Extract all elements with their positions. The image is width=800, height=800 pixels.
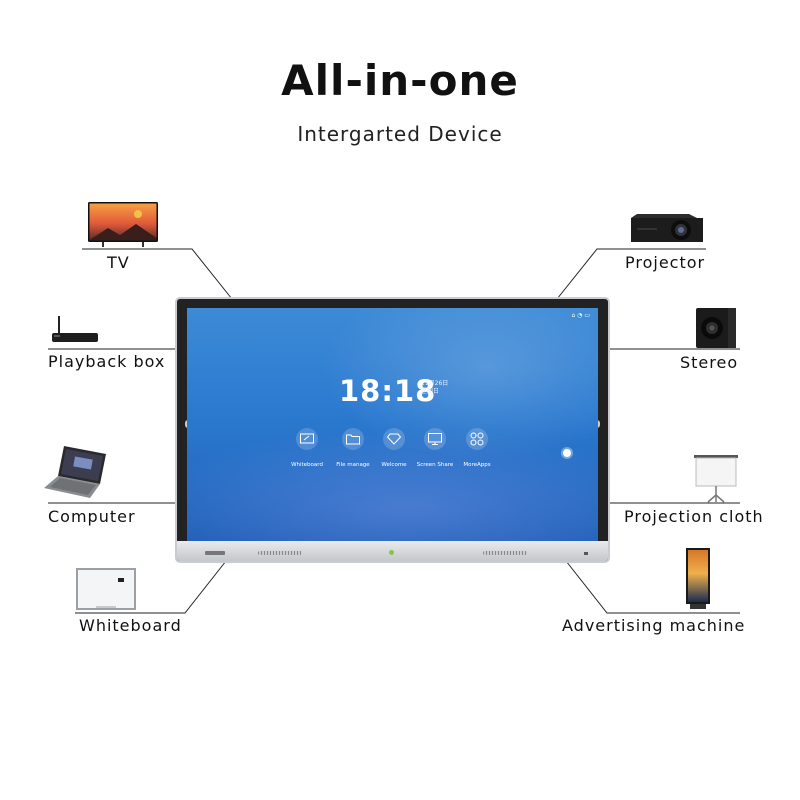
device-label-tv: TV [107,253,130,272]
device-label-whiteboard: Whiteboard [79,616,182,635]
folder-icon [342,428,364,450]
app-label: MoreApps [463,462,491,468]
status-icons: ⌂ ◔ ▭ [571,312,590,319]
projection-screen-icon [694,455,738,503]
page-subtitle: Intergarted Device [297,122,503,146]
app-file-manage[interactable]: File manage [331,428,375,468]
app-screen-share[interactable]: Screen Share [413,428,457,468]
projector-icon [629,212,705,246]
screen-date: 11月26日 星期日 [421,380,448,396]
speaker-icon [694,308,738,348]
playback-box-icon [50,316,100,344]
four-circles-icon [466,428,488,450]
advertising-standee-icon [684,548,712,610]
front-ports [205,551,225,555]
power-indicator [389,550,394,555]
screen-wave [187,428,598,541]
ir-sensor [584,552,588,555]
floating-menu-button[interactable] [563,449,571,457]
app-label: Screen Share [416,462,454,468]
laptop-icon [44,446,106,500]
device-label-stereo: Stereo [680,353,739,372]
speaker-grille-left [258,551,302,555]
device-label-computer: Computer [48,507,136,526]
device-label-playback-box: Playback box [48,352,166,371]
app-more-apps[interactable]: MoreApps [455,428,499,468]
app-label: Whiteboard [291,462,323,468]
app-whiteboard[interactable]: Whiteboard [285,428,329,468]
pen-board-icon [296,428,318,450]
device-label-projection-cloth: Projection cloth [624,507,764,526]
panel-screen: ⌂ ◔ ▭ 18:18 11月26日 星期日 Whiteboard File m… [187,308,598,541]
screen-date-line1: 11月26日 [421,380,449,387]
app-label: Welcome [381,462,407,468]
screen-date-line2: 星期日 [421,388,440,395]
monitor-share-icon [424,428,446,450]
diamond-icon [383,428,405,450]
screen-clock: 18:18 [339,374,437,408]
whiteboard-icon [76,568,136,610]
device-label-projector: Projector [625,253,706,272]
device-label-advertising-machine: Advertising machine [562,616,746,635]
app-welcome[interactable]: Welcome [372,428,416,468]
tv-icon [88,202,158,247]
speaker-grille-right [483,551,527,555]
page-title: All-in-one [281,56,519,105]
app-label: File manage [336,462,370,468]
